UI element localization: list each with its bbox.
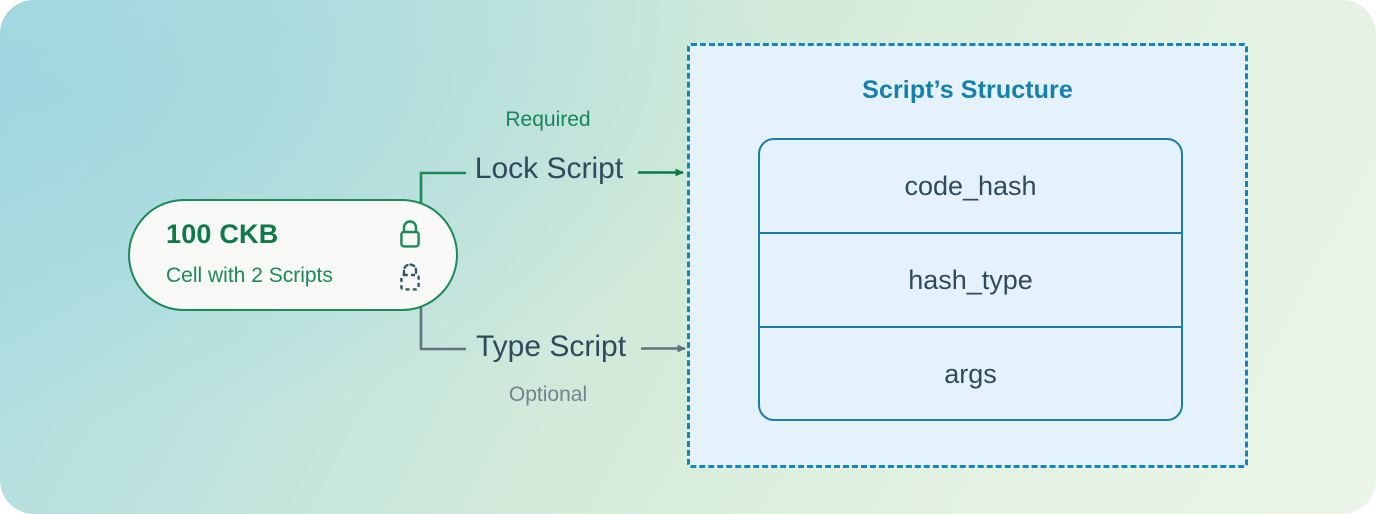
cell-card[interactable]: 100 CKB Cell with 2 Scripts <box>128 199 458 311</box>
script-field-row: args <box>944 359 997 389</box>
badge-optional: Optional <box>508 383 588 406</box>
script-structure-title: Script’s Structure <box>862 76 1073 104</box>
cell-subtitle: Cell with 2 Scripts <box>166 264 333 287</box>
script-structure-panel: Script’s Structure code_hash hash_type a… <box>687 43 1248 468</box>
connector-type-script <box>419 300 466 351</box>
script-field-row: hash_type <box>760 234 1181 328</box>
script-fields-box: code_hash hash_type args <box>758 138 1183 421</box>
cell-amount: 100 CKB <box>166 219 279 249</box>
label-type-script: Type Script <box>475 330 627 363</box>
dashed-lock-icon <box>395 261 425 300</box>
label-lock-script: Lock Script <box>474 152 624 185</box>
script-field-row: code_hash <box>760 140 1181 234</box>
lock-icon <box>395 218 425 257</box>
badge-required: Required <box>505 108 591 131</box>
